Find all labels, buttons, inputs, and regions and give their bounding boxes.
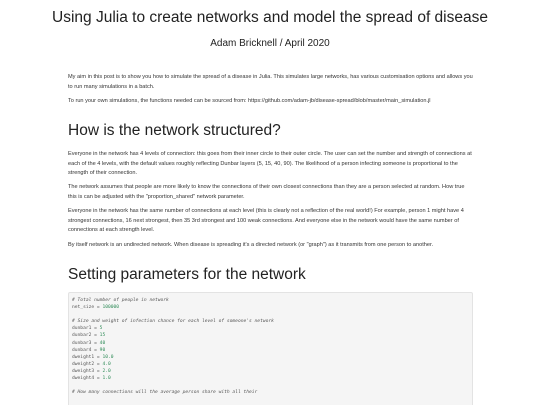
code-var: dunbar3 =	[72, 340, 100, 346]
code-var: net_size =	[72, 305, 103, 311]
section-heading-network: How is the network structured?	[68, 122, 281, 139]
code-line: dweight1 = 10.0	[72, 354, 469, 361]
code-var: dunbar4 =	[72, 347, 100, 353]
source-paragraph: To run your own simulations, the functio…	[68, 97, 473, 107]
network-paragraph-2: The network assumes that people are more…	[68, 184, 465, 200]
code-var: dweight4 =	[72, 376, 103, 382]
code-number: 5	[99, 326, 103, 332]
code-var: dweight1 =	[72, 354, 103, 360]
code-number: 100000	[102, 305, 120, 311]
code-block: # Total number of people in network net_…	[68, 292, 473, 405]
code-number: 40	[99, 340, 106, 346]
code-line: dunbar4 = 90	[72, 347, 469, 354]
code-number: 4.0	[102, 361, 111, 367]
source-link[interactable]: https://github.com/adam-jb/disease-sprea…	[248, 98, 431, 104]
code-number: 1.0	[102, 376, 111, 382]
network-paragraph-3: Everyone in the network has the same num…	[68, 208, 464, 234]
code-var: dunbar1 =	[72, 326, 100, 332]
code-line: dunbar2 = 15	[72, 332, 469, 339]
code-number: 15	[99, 333, 106, 339]
code-var: dweight2 =	[72, 361, 103, 367]
source-prefix: To run your own simulations, the functio…	[68, 98, 249, 104]
code-number: 2.0	[102, 368, 111, 374]
code-comment: # Total number of people in network	[72, 298, 169, 303]
code-blank-line	[72, 382, 469, 389]
code-number: 10.0	[102, 354, 114, 360]
code-number: 90	[99, 347, 106, 353]
code-line: net_size = 100000	[72, 304, 469, 311]
code-line: dunbar3 = 40	[72, 340, 469, 347]
code-var: dunbar2 =	[72, 333, 100, 339]
network-paragraph-1: Everyone in the network has 4 levels of …	[68, 151, 472, 177]
code-line: dweight2 = 4.0	[72, 361, 469, 368]
code-comment: # How many connections will the average …	[72, 390, 258, 396]
code-line: dunbar1 = 5	[72, 325, 469, 332]
code-line: dweight3 = 2.0	[72, 368, 469, 375]
intro-paragraph: My aim in this post is to show you how t…	[68, 74, 473, 90]
network-paragraph-4: By itself network is an undirected netwo…	[68, 242, 434, 248]
section-heading-parameters: Setting parameters for the network	[68, 266, 306, 283]
page-title: Using Julia to create networks and model…	[52, 9, 488, 26]
code-line: dweight4 = 1.0	[72, 375, 469, 382]
code-blank-line	[72, 311, 469, 318]
code-comment: # Size and weight of infection chance fo…	[72, 319, 274, 325]
code-var: dweight3 =	[72, 368, 103, 374]
byline: Adam Bricknell / April 2020	[210, 38, 330, 49]
